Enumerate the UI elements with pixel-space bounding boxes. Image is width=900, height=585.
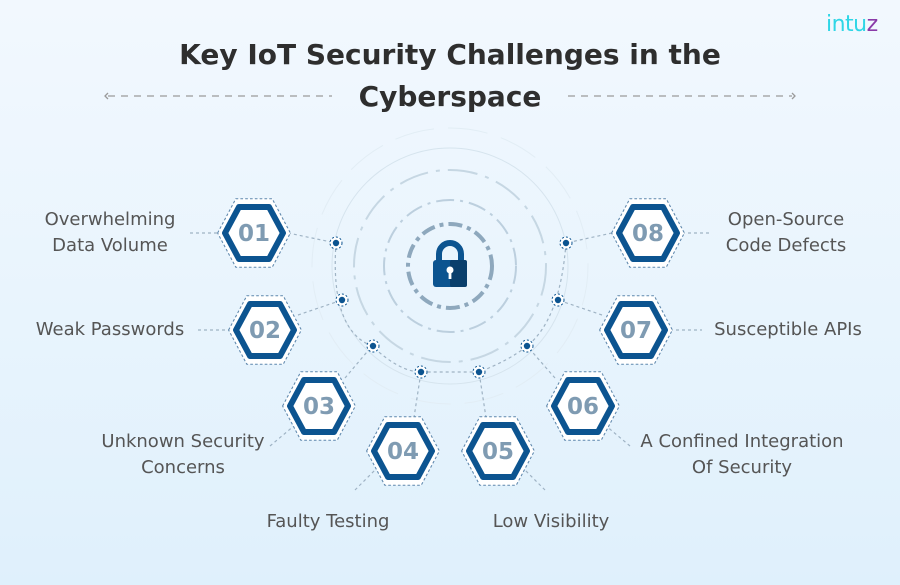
hexagon-04: 04 — [367, 417, 440, 485]
hexagon-03: 03 — [283, 372, 356, 440]
label-line: Low Visibility — [492, 511, 610, 532]
connector-arc — [334, 242, 567, 373]
label-line: Weak Passwords — [35, 319, 185, 340]
title-left-arrow-icon — [104, 92, 332, 100]
hexagon-number: 05 — [482, 439, 514, 465]
hexagon-02: 02 — [229, 296, 302, 364]
page-title: Key IoT Security Challenges in the Cyber… — [0, 34, 900, 118]
challenge-label-02: Weak Passwords — [14, 317, 206, 343]
connector-lines — [190, 232, 712, 491]
challenge-label-05: Low Visibility — [476, 509, 626, 535]
challenge-label-07: Susceptible APIs — [700, 317, 876, 343]
hexagon-number: 02 — [249, 318, 281, 344]
hexagon-08: 08 — [612, 199, 685, 267]
logo-text: intu — [826, 12, 867, 37]
hexagon-number: 01 — [238, 221, 270, 247]
hexagon-number: 06 — [567, 394, 599, 420]
challenge-label-04: Faulty Testing — [248, 509, 408, 535]
circuit-ring-decoration — [311, 127, 589, 405]
hexagon-05: 05 — [462, 417, 535, 485]
hexagon-01: 01 — [218, 199, 291, 267]
label-line: Susceptible APIs — [714, 319, 862, 340]
label-line: Of Security — [691, 457, 793, 478]
padlock-icon — [433, 240, 467, 287]
label-line: Unknown Security — [101, 431, 265, 452]
challenge-label-06: A Confined Integration Of Security — [624, 429, 860, 481]
hexagon-07: 07 — [600, 296, 673, 364]
label-line: Faulty Testing — [266, 511, 390, 532]
label-line: Data Volume — [52, 235, 168, 256]
challenge-label-08: Open-Source Code Defects — [708, 207, 864, 259]
label-line: Overwhelming — [44, 209, 176, 230]
hexagon-number: 07 — [620, 318, 652, 344]
label-line: Concerns — [141, 457, 225, 478]
title-right-arrow-icon — [568, 92, 796, 100]
label-line: Code Defects — [725, 235, 847, 256]
intuz-logo: intuz — [826, 12, 878, 37]
challenge-label-03: Unknown Security Concerns — [88, 429, 278, 481]
hexagon-number: 04 — [387, 439, 419, 465]
logo-accent: z — [866, 12, 879, 37]
title-line-2: Cyberspace — [358, 80, 542, 113]
label-line: A Confined Integration — [640, 431, 844, 452]
node-dots — [329, 236, 573, 379]
hexagon-number: 03 — [303, 394, 335, 420]
label-line: Open-Source — [727, 209, 845, 230]
hexagon-06: 06 — [547, 372, 620, 440]
hexagon-number: 08 — [632, 221, 664, 247]
title-line-1: Key IoT Security Challenges in the — [179, 38, 721, 71]
challenge-label-01: Overwhelming Data Volume — [20, 207, 200, 259]
